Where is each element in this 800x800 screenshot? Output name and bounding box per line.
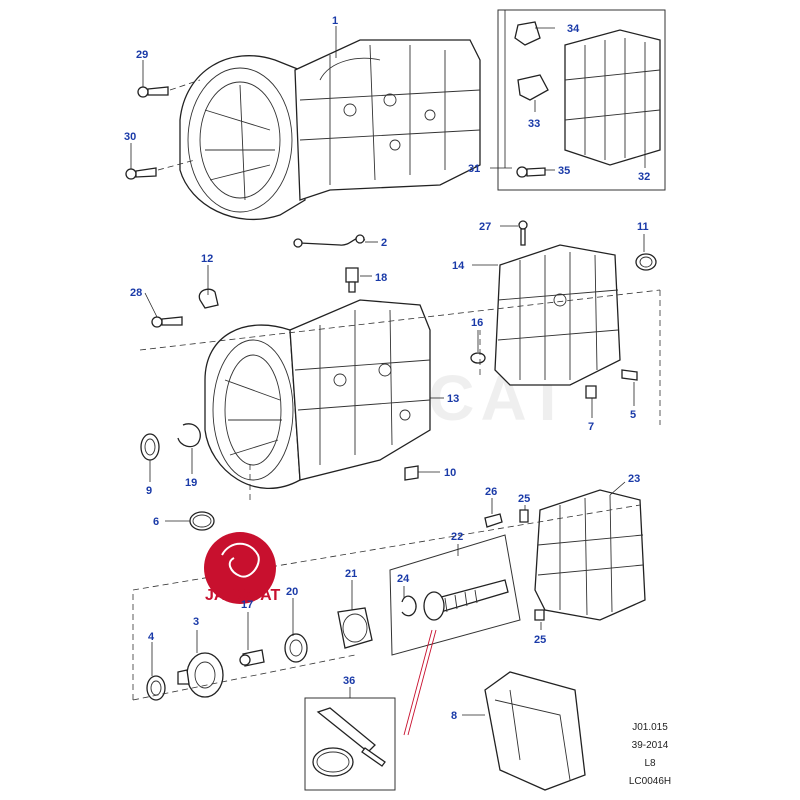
transmission-case-top (179, 39, 481, 220)
callout-10: 10 (444, 467, 456, 479)
dowel-26 (484, 513, 503, 528)
callout-14: 14 (452, 260, 465, 272)
transmission-case-middle (204, 299, 431, 490)
callout-29: 29 (136, 49, 148, 61)
callout-4: 4 (148, 631, 155, 643)
callout-1: 1 (332, 15, 338, 27)
callout-labels: 1 2 3 4 5 6 7 8 9 10 11 12 13 14 16 17 1… (124, 15, 650, 722)
o-ring-6 (189, 511, 215, 531)
callout-12: 12 (201, 253, 213, 265)
callout-22: 22 (451, 531, 463, 543)
housing-21 (337, 607, 373, 649)
clip-12 (198, 288, 219, 309)
bolt-30 (125, 159, 196, 180)
callout-8: 8 (451, 710, 457, 722)
pipe-2 (293, 234, 366, 248)
sealant-kit-36 (304, 697, 396, 791)
sensor-18 (345, 267, 359, 293)
reference-code-3: L8 (644, 758, 656, 769)
callout-25-upper: 25 (518, 493, 530, 505)
callout-7: 7 (588, 421, 594, 433)
japocat-logo: JAPOCAT (204, 532, 280, 604)
callout-11: 11 (637, 221, 649, 233)
callout-32: 32 (638, 171, 650, 183)
callout-21: 21 (345, 568, 357, 580)
highlight-leader (403, 629, 437, 736)
callout-25-lower: 25 (534, 634, 546, 646)
logo-text: JAPOCAT (205, 587, 280, 604)
callout-17: 17 (241, 599, 253, 611)
plug-10 (404, 465, 419, 481)
callout-36: 36 (343, 675, 355, 687)
actuator-3 (177, 652, 224, 698)
cover-14 (494, 244, 621, 386)
plug-16 (470, 352, 486, 364)
callout-28: 28 (130, 287, 142, 299)
callout-13: 13 (447, 393, 459, 405)
bolt-25-lower (534, 609, 545, 621)
seal-4 (146, 675, 166, 701)
callout-27: 27 (479, 221, 491, 233)
sensor-17 (239, 649, 265, 667)
callout-35: 35 (558, 165, 570, 177)
detail-box-31 (497, 9, 666, 191)
callout-23: 23 (628, 473, 640, 485)
callout-26: 26 (485, 486, 497, 498)
callout-9: 9 (146, 485, 152, 497)
leader-lines (130, 10, 646, 716)
pin-5 (621, 369, 638, 381)
callout-19: 19 (185, 477, 197, 489)
callout-20: 20 (286, 586, 298, 598)
callout-3: 3 (193, 616, 199, 628)
circlip-19 (177, 423, 201, 448)
callout-2: 2 (381, 237, 387, 249)
reference-code-2: 39-2014 (631, 740, 669, 751)
callout-31: 31 (468, 163, 480, 175)
output-shaft-22 (423, 579, 509, 621)
callout-30: 30 (124, 131, 136, 143)
callout-18: 18 (375, 272, 387, 284)
circlip-24 (401, 595, 417, 617)
callout-33: 33 (528, 118, 540, 130)
bolt-27 (518, 220, 528, 246)
callout-6: 6 (153, 516, 159, 528)
seal-9 (140, 433, 160, 461)
sump-8 (484, 671, 586, 791)
bearing-20 (284, 633, 308, 663)
callout-16: 16 (471, 317, 483, 329)
callout-24: 24 (397, 573, 410, 585)
bolt-28 (151, 316, 183, 328)
bolt-25-upper (519, 509, 529, 523)
reference-code-4: LC0046H (628, 776, 672, 787)
detail-box-22 (389, 534, 521, 656)
pin-7 (585, 385, 597, 399)
seal-11 (635, 253, 657, 271)
extension-housing-23 (534, 489, 646, 621)
callout-34: 34 (567, 23, 580, 35)
reference-code-1: J01.015 (632, 722, 668, 733)
callout-5: 5 (630, 409, 636, 421)
